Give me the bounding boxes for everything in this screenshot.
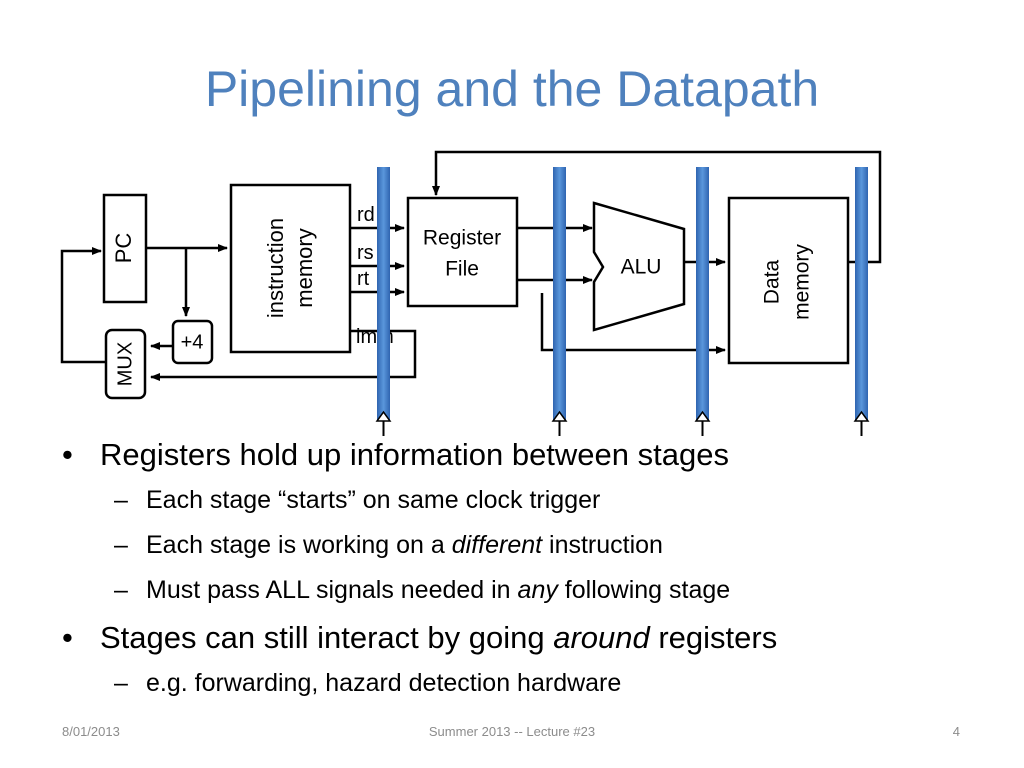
- mux-label: MUX: [114, 342, 136, 386]
- register-file: Register File: [406, 196, 519, 308]
- bullet-marker: •: [62, 437, 73, 472]
- page-number: 4: [952, 724, 960, 739]
- pc-label: PC: [111, 233, 136, 264]
- bullet-list: • Registers hold up information between s…: [62, 436, 1002, 712]
- rs-label: rs: [357, 242, 374, 264]
- sub-bullet-text: Must pass ALL signals needed in: [146, 576, 518, 604]
- data-memory: Data memory: [727, 196, 850, 365]
- sub-bullet-item: –Each stage “starts” on same clock trigg…: [62, 484, 1002, 516]
- plus-four-adder: +4: [171, 319, 214, 365]
- instruction-memory: instruction memory: [229, 183, 352, 354]
- data-memory-line-2: memory: [791, 244, 814, 320]
- bullet-text: Registers hold up information between st…: [100, 437, 729, 472]
- sub-bullet-text: following stage: [557, 576, 731, 604]
- pipeline-registers: [375, 167, 870, 436]
- sub-bullet-text: Each stage “starts” on same clock trigge…: [146, 486, 601, 514]
- bullet-item: • Registers hold up information between s…: [62, 436, 1002, 474]
- sub-bullet-marker: –: [114, 531, 128, 559]
- sub-bullet-marker: –: [114, 486, 128, 514]
- instruction-memory-line-2: memory: [292, 228, 317, 307]
- alu: ALU: [592, 201, 686, 332]
- alu-label: ALU: [621, 256, 662, 279]
- pc-block: PC: [102, 193, 148, 304]
- rd-label: rd: [357, 204, 375, 226]
- pipeline-register-if-id: [375, 167, 392, 436]
- data-memory-line-1: Data: [761, 260, 784, 305]
- bullet-text: registers: [649, 620, 778, 655]
- sub-bullet-item: –Must pass ALL signals needed in any fol…: [62, 574, 1002, 606]
- sub-bullet-item: –Each stage is working on a different in…: [62, 529, 1002, 561]
- register-file-line-2: File: [445, 258, 479, 281]
- sub-bullet-marker: –: [114, 669, 128, 697]
- bullet-text: Stages can still interact by going: [100, 620, 554, 655]
- rt-label: rt: [357, 268, 370, 290]
- sub-bullet-text: instruction: [542, 531, 663, 559]
- footer-date: 8/01/2013: [62, 724, 120, 739]
- pipeline-register-id-ex: [551, 167, 568, 436]
- register-file-line-1: Register: [423, 227, 501, 250]
- sub-bullet-text: e.g. forwarding, hazard detection hardwa…: [146, 669, 622, 697]
- datapath-diagram: PC instruction memory rd rs rt imm Regis…: [60, 150, 882, 436]
- instruction-memory-line-1: instruction: [263, 218, 288, 318]
- pipeline-register-ex-mem: [694, 167, 711, 436]
- emphasis-text: around: [553, 620, 650, 655]
- emphasis-text: any: [517, 576, 558, 604]
- sub-bullet-text: Each stage is working on a: [146, 531, 452, 559]
- plus-four-label: +4: [181, 331, 204, 353]
- sub-bullet-marker: –: [114, 576, 128, 604]
- sub-bullet-item: –e.g. forwarding, hazard detection hardw…: [62, 667, 1002, 699]
- mux: MUX: [104, 328, 147, 400]
- slide-title: Pipelining and the Datapath: [204, 61, 820, 117]
- pipeline-register-mem-wb: [853, 167, 870, 436]
- bullet-marker: •: [62, 620, 73, 655]
- footer-lecture: Summer 2013 -- Lecture #23: [428, 724, 596, 739]
- bullet-item: • Stages can still interact by going arou…: [62, 619, 1002, 657]
- emphasis-text: different: [451, 531, 543, 559]
